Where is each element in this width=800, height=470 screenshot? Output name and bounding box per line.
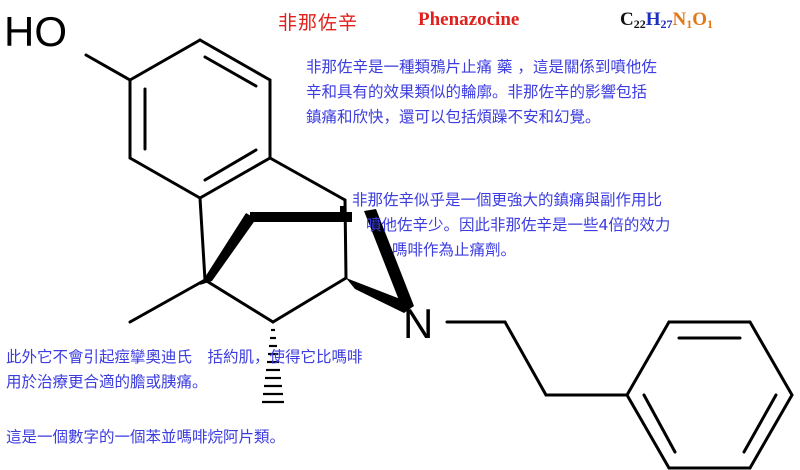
- note-line: 用於治療更合適的膽或胰痛。: [6, 373, 208, 391]
- bond: [748, 393, 794, 470]
- bond: [128, 156, 202, 200]
- bond: [203, 148, 258, 182]
- hydroxyl-label: HO: [4, 8, 67, 55]
- bond: [642, 393, 677, 454]
- note-classification: 這是一個數字的一個苯並嗎啡烷阿片類。: [6, 425, 285, 450]
- bond: [748, 320, 794, 397]
- bond: [198, 156, 272, 200]
- wedge-bond: [346, 278, 408, 313]
- title-chinese: 非那佐辛: [278, 12, 359, 34]
- bond: [625, 393, 671, 470]
- nitrogen-label: N: [403, 300, 433, 347]
- note-line: 非那佐辛是一種類鴉片止痛 藥 ，這是關係到噴他佐: [306, 58, 657, 76]
- formula-element-o: O1: [692, 9, 714, 31]
- note-line: 這是一個數字的一個苯並嗎啡烷阿片類。: [6, 428, 286, 446]
- formula-element-n: N1: [672, 9, 693, 31]
- bond: [503, 320, 548, 397]
- bridge-bond: [340, 206, 346, 218]
- note-line: 嗎啡作為止痛劑。: [392, 241, 517, 259]
- bridge-bond: [250, 212, 352, 222]
- note-line: 非那佐辛似乎是一個更強大的鎮痛與副作用比: [352, 191, 663, 209]
- bond: [128, 38, 202, 82]
- bond: [128, 278, 207, 324]
- note-potency: 非那佐辛似乎是一個更強大的鎮痛與副作用比 噴他佐辛少。因此非那佐辛是一些4倍的效…: [352, 188, 670, 263]
- bond: [268, 156, 347, 202]
- title-english: Phenazocine: [418, 9, 520, 30]
- bond: [198, 196, 207, 282]
- hashed-methyl-bond: [262, 328, 284, 404]
- note-sphincter: 此外它不會引起痙攣奧迪氏 括約肌，使得它比嗎啡 用於治療更合適的膽或胰痛。: [6, 345, 363, 395]
- note-line: 噴他佐辛少。因此非那佐辛是一些4倍的效力: [366, 216, 671, 234]
- bond: [203, 278, 275, 324]
- note-description: 非那佐辛是一種類鴉片止痛 藥 ，這是關係到噴他佐 辛和具有的效果類似的輪廓。非那…: [306, 55, 657, 130]
- bond: [84, 53, 132, 82]
- bond: [271, 276, 348, 324]
- bond: [203, 55, 258, 88]
- bond: [625, 320, 671, 397]
- note-line: 鎮痛和欣快，還可以包括煩躁不安和幻覺。: [306, 108, 601, 126]
- wedge-bond: [364, 209, 414, 313]
- note-line: 辛和具有的效果類似的輪廓。非那佐辛的影響包括: [306, 83, 648, 101]
- note-line: 此外它不會引起痙攣奧迪氏 括約肌，使得它比嗎啡: [6, 348, 363, 366]
- bond: [198, 38, 272, 82]
- formula-element-c: C22: [620, 9, 646, 31]
- bond: [742, 393, 778, 454]
- wedge-bond: [200, 213, 256, 285]
- molecular-formula: C22H27N1O1: [620, 9, 713, 32]
- formula-element-h: H27: [645, 9, 673, 31]
